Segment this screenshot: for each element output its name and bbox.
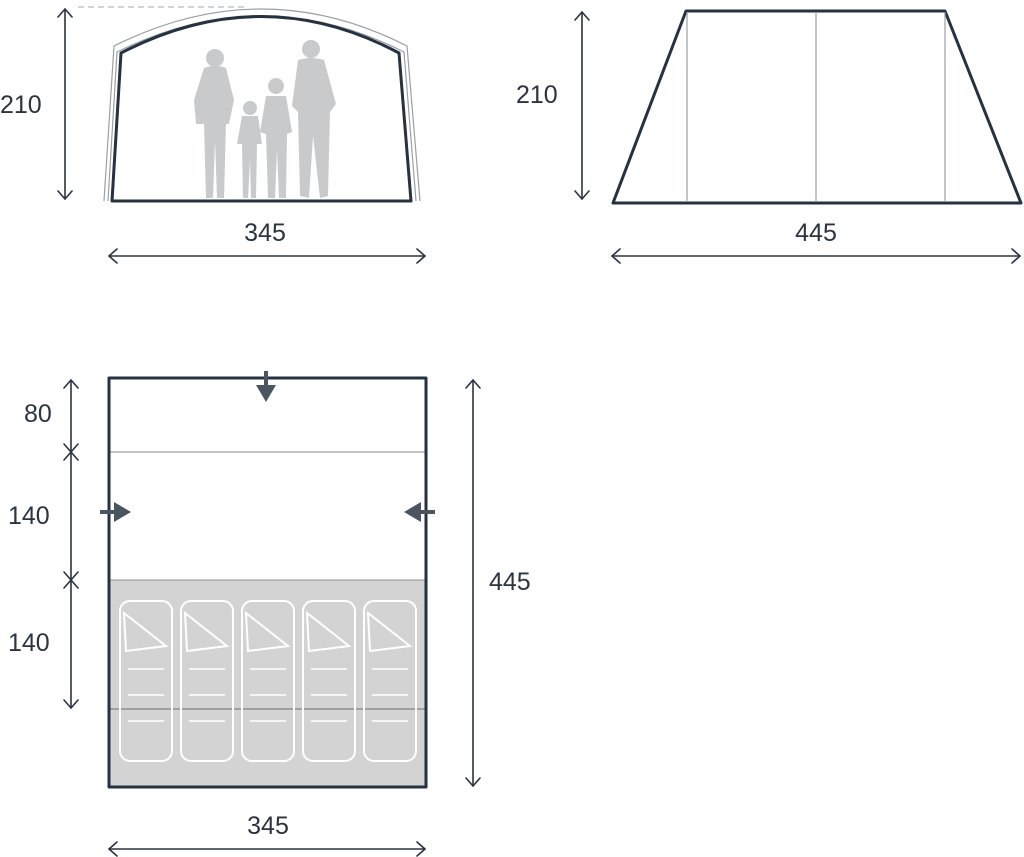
side-view-length-label: 445: [795, 219, 837, 247]
family-silhouette-icon: [194, 40, 336, 198]
sleeping-bag-icon: [119, 600, 173, 762]
floor-plan: 80 140 140 445 345: [8, 371, 531, 857]
front-view-height-label: 210: [0, 91, 42, 119]
front-view-width-dimension: [108, 248, 426, 264]
entrance-arrow-top-icon: [256, 371, 276, 402]
front-view-width-label: 345: [244, 219, 286, 247]
bedroom-depth-label: 140: [8, 629, 50, 657]
porch-depth-label: 80: [24, 400, 52, 428]
front-view-tent-outline: [110, 15, 413, 203]
sleeping-bag-icon: [241, 600, 295, 762]
bedroom-area: [109, 580, 426, 787]
front-view-height-dimension: [57, 8, 73, 200]
sleeping-bag-icon: [180, 600, 234, 762]
sleeping-bag-icon: [302, 600, 356, 762]
entrance-arrow-left-icon: [100, 502, 131, 522]
floor-plan-width-label: 345: [247, 812, 289, 840]
floor-plan-length-dimension: [465, 379, 481, 787]
floor-plan-width-dimension: [108, 841, 426, 857]
side-view-tent-outline: [611, 9, 1023, 205]
side-view: 210 445: [516, 9, 1023, 264]
entrance-arrow-right-icon: [404, 502, 435, 522]
living-depth-label: 140: [8, 502, 50, 530]
side-view-height-dimension: [574, 11, 590, 200]
floor-plan-length-label: 445: [489, 568, 531, 596]
sleeping-bag-icon: [363, 600, 417, 762]
side-view-height-label: 210: [516, 81, 558, 109]
front-view-canopy-inner-outline: [107, 15, 417, 202]
side-view-length-dimension: [611, 248, 1021, 264]
front-view-canopy-outline: [103, 8, 421, 202]
sleeping-bags: [119, 600, 417, 762]
floor-plan-segment-dimension: [63, 379, 79, 709]
front-view: 210 345: [0, 6, 426, 264]
